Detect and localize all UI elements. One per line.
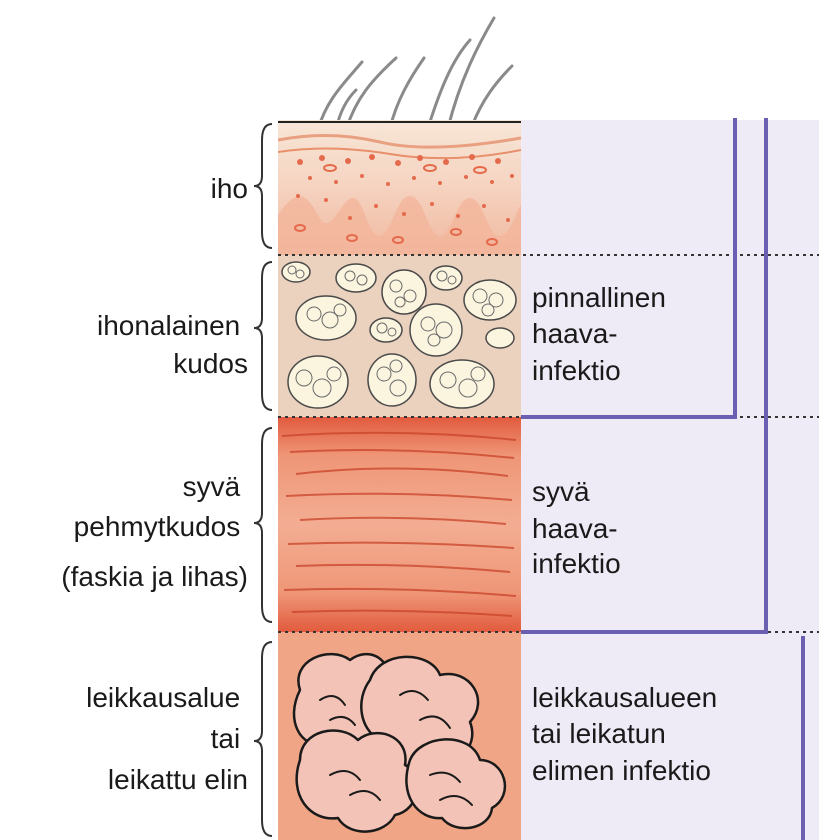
layer-label-deep-soft-tissue: syvä pehmytkudos (faskia ja lihas)	[61, 471, 248, 592]
layer-label-organ-space: leikkausalue tai leikattu elin	[86, 682, 248, 795]
layer-braces	[254, 124, 272, 836]
deep-soft-tissue-layer	[278, 417, 521, 632]
layer-label-subcutaneous: ihonalainen kudos	[97, 310, 248, 379]
layer-label-skin: iho	[211, 173, 248, 204]
hair-strands	[318, 18, 512, 130]
